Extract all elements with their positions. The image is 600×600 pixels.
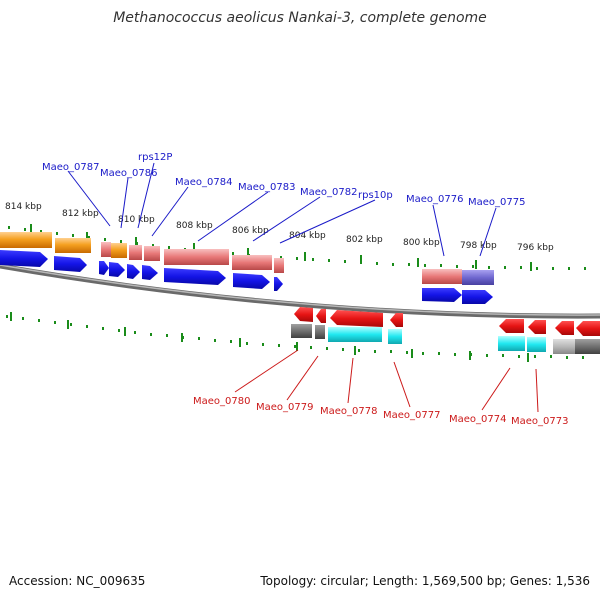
lower-scale-track [6, 312, 584, 362]
tick-label: 806 kbp [232, 226, 269, 236]
gene-label[interactable]: Maeo_0776 [406, 194, 463, 205]
gene-label[interactable]: Maeo_0784 [175, 177, 232, 188]
tick-label: 802 kbp [346, 235, 383, 245]
forward-gene-arrow[interactable] [233, 273, 270, 289]
reverse-gene-arrow[interactable] [555, 321, 574, 335]
cyan-feature[interactable] [388, 329, 402, 344]
cyan-feature[interactable] [498, 336, 525, 351]
genome-backbone-highlight [0, 264, 600, 316]
forward-gene-arrow[interactable] [422, 288, 462, 302]
forward-gene-arrow[interactable] [164, 268, 226, 285]
forward-strand-genes [0, 250, 493, 304]
reverse-gene-arrow[interactable] [316, 309, 326, 323]
rna-feature[interactable] [164, 249, 229, 265]
topology-text: Topology: circular; Length: 1,569,500 bp… [260, 574, 590, 588]
genome-backbone [0, 263, 600, 319]
grey-feature[interactable] [291, 324, 312, 338]
gene-label[interactable]: Maeo_0773 [511, 416, 568, 427]
rna-feature[interactable] [144, 246, 160, 261]
forward-gene-arrow[interactable] [127, 264, 140, 279]
rna-feature[interactable] [232, 255, 272, 270]
forward-gene-arrow[interactable] [109, 262, 125, 277]
gene-label[interactable]: Maeo_0783 [238, 182, 295, 193]
forward-gene-arrow[interactable] [142, 265, 158, 280]
tick-label: 814 kbp [5, 202, 42, 212]
forward-gene-arrow[interactable] [0, 250, 48, 267]
cyan-feature[interactable] [527, 337, 546, 352]
tick-label: 808 kbp [176, 221, 213, 231]
tick-label: 810 kbp [118, 215, 155, 225]
lower-feature-lane [291, 324, 600, 354]
orange-feature[interactable] [55, 238, 91, 253]
lower-label-leaders [234, 349, 539, 413]
accession-text: Accession: NC_009635 [9, 574, 146, 588]
gene-label[interactable]: Maeo_0787 [42, 162, 99, 173]
upper-gene-labels: Maeo_0787 Maeo_0786 rps12P Maeo_0784 Mae… [42, 152, 525, 208]
orange-feature[interactable] [111, 243, 127, 258]
grey-feature[interactable] [575, 339, 600, 354]
forward-gene-arrow[interactable] [54, 256, 87, 272]
forward-gene-arrow[interactable] [99, 261, 109, 275]
forward-gene-arrow[interactable] [274, 277, 283, 291]
reverse-gene-arrow[interactable] [576, 321, 600, 336]
upper-label-leaders [67, 162, 497, 257]
rna-feature[interactable] [129, 245, 142, 260]
rna-feature[interactable] [274, 258, 284, 273]
reverse-gene-arrow[interactable] [528, 320, 546, 334]
gene-label[interactable]: Maeo_0777 [383, 410, 440, 421]
rna-feature[interactable] [101, 242, 111, 257]
gene-label[interactable]: Maeo_0774 [449, 414, 506, 425]
reverse-gene-arrow[interactable] [294, 307, 313, 322]
purple-feature[interactable] [462, 270, 494, 285]
orange-feature[interactable] [0, 232, 52, 248]
forward-gene-arrow[interactable] [462, 290, 493, 304]
grey-feature[interactable] [553, 339, 575, 354]
gene-label[interactable]: Maeo_0778 [320, 406, 377, 417]
gene-label[interactable]: Maeo_0786 [100, 168, 157, 179]
reverse-gene-arrow[interactable] [330, 310, 383, 327]
reverse-gene-arrow[interactable] [390, 313, 403, 327]
gene-label[interactable]: rps12P [138, 152, 172, 163]
tick-label: 800 kbp [403, 238, 440, 248]
gene-label[interactable]: Maeo_0779 [256, 402, 313, 413]
cyan-feature[interactable] [328, 327, 382, 342]
reverse-gene-arrow[interactable] [499, 319, 524, 333]
upper-feature-lane [0, 232, 494, 285]
tick-label: 804 kbp [289, 231, 326, 241]
tick-label: 798 kbp [460, 241, 497, 251]
upper-scale-track [8, 224, 586, 271]
grey-feature[interactable] [315, 325, 325, 339]
lower-gene-labels: Maeo_0780 Maeo_0779 Maeo_0778 Maeo_0777 … [193, 396, 568, 427]
tick-label: 812 kbp [62, 209, 99, 219]
reverse-strand-genes [294, 307, 600, 336]
gene-label[interactable]: Maeo_0782 [300, 187, 357, 198]
genome-title: Methanococcus aeolicus Nankai-3, complet… [113, 10, 487, 26]
gene-label[interactable]: Maeo_0780 [193, 396, 250, 407]
gene-label[interactable]: rps10p [358, 190, 393, 201]
scale-tick-labels: 814 kbp 812 kbp 810 kbp 808 kbp 806 kbp … [5, 202, 554, 253]
gene-label[interactable]: Maeo_0775 [468, 197, 525, 208]
tick-label: 796 kbp [517, 243, 554, 253]
rna-feature[interactable] [422, 269, 462, 284]
